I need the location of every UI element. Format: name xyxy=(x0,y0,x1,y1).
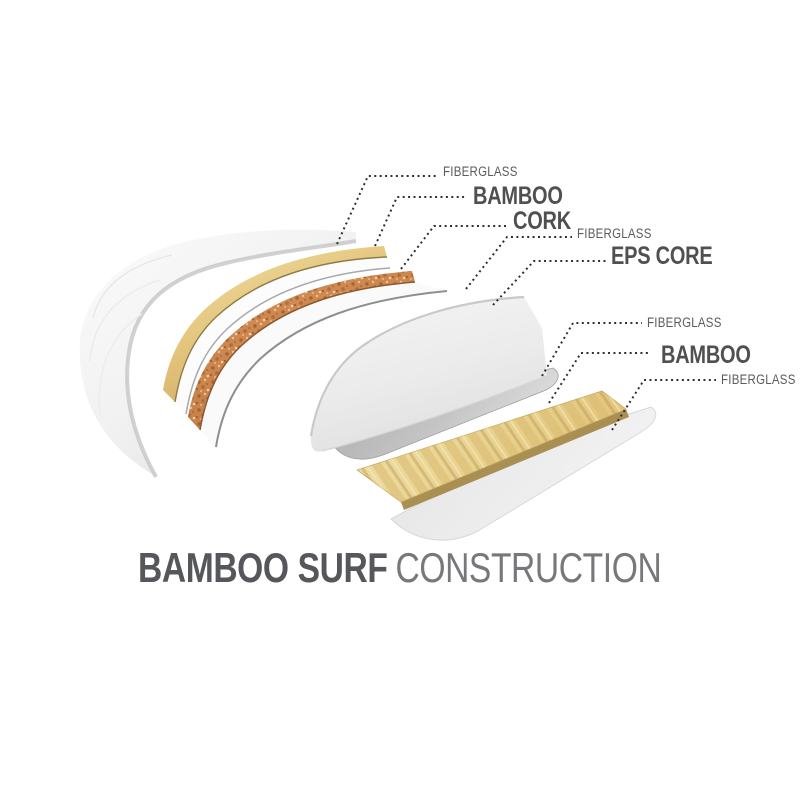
layer-eps-core xyxy=(309,295,548,452)
diagram-title-rest: CONSTRUCTION xyxy=(395,544,662,591)
label-fiberglass-under-core: FIBERGLASS xyxy=(647,315,722,330)
label-bamboo-bottom: BAMBOO xyxy=(661,341,751,369)
layer-cork xyxy=(188,271,416,431)
label-fiberglass-deck: FIBERGLASS xyxy=(443,164,518,179)
label-eps-core: EPS CORE xyxy=(611,242,713,270)
leader-bamboo-top xyxy=(374,196,467,247)
leader-fiberglass-under-core xyxy=(541,322,642,377)
label-bamboo-top: BAMBOO xyxy=(473,182,563,210)
diagram-title-emphasis: BAMBOO SURF xyxy=(138,544,388,591)
leader-fiberglass-under-cork xyxy=(465,236,572,290)
leader-lines xyxy=(336,175,716,431)
leader-cork xyxy=(400,225,507,270)
leader-eps-core xyxy=(492,260,606,306)
label-fiberglass-under-cork: FIBERGLASS xyxy=(577,226,652,241)
layer-fiberglass-deck xyxy=(79,229,357,478)
label-cork: CORK xyxy=(513,207,571,235)
layer-fiberglass-under-cork xyxy=(200,282,448,448)
layer-bamboo-top xyxy=(163,246,391,415)
layer-bamboo-bottom xyxy=(356,390,629,510)
label-fiberglass-bottom: FIBERGLASS xyxy=(721,372,796,387)
